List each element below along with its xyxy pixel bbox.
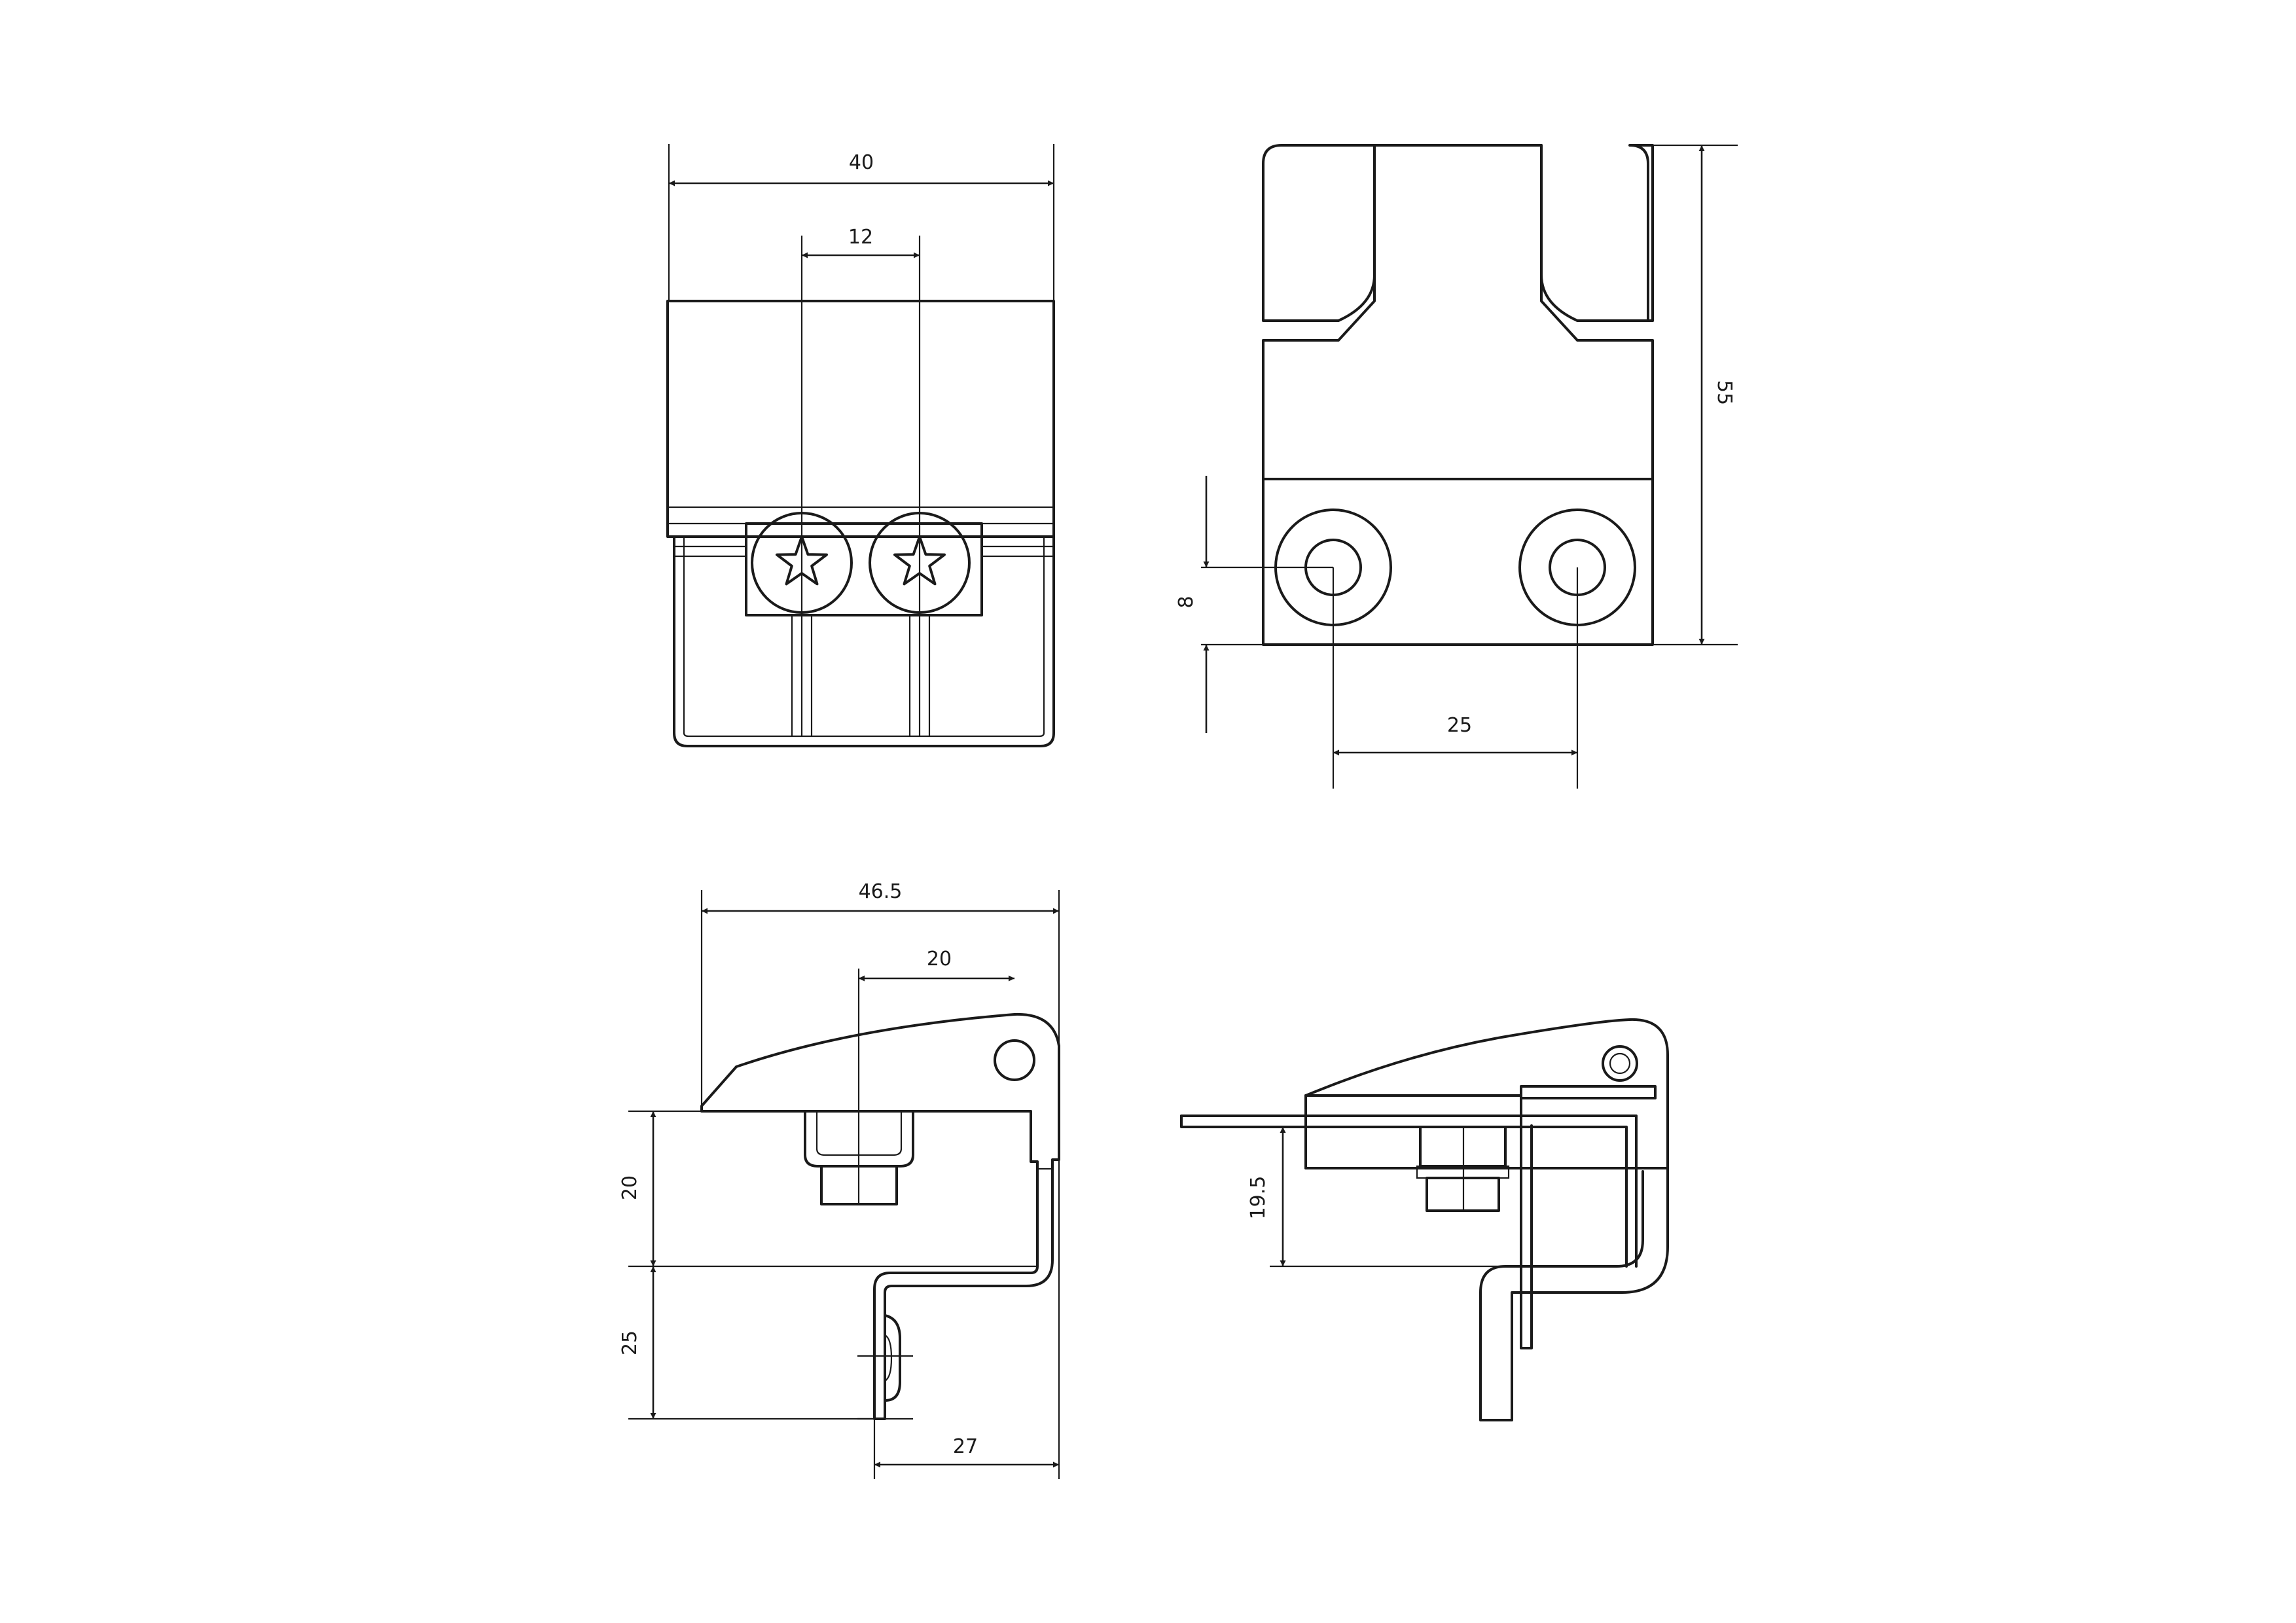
dimension-label: 20 bbox=[927, 948, 952, 971]
dimension-label: 27 bbox=[953, 1435, 978, 1458]
top-view: 55 8 25 bbox=[1175, 144, 1738, 789]
side-view: 46.5 20 20 25 27 bbox=[619, 880, 1060, 1479]
installed-view: 19.5 bbox=[1180, 1018, 1669, 1421]
pivot-pin bbox=[994, 1039, 1035, 1081]
dimension-label: 12 bbox=[848, 226, 873, 249]
dimension-label: 25 bbox=[619, 1330, 641, 1355]
pivot-pin bbox=[1602, 1045, 1638, 1082]
front-view: 40 12 bbox=[666, 144, 1055, 747]
dimension-label: 46.5 bbox=[859, 880, 903, 903]
dimension-label: 25 bbox=[1447, 714, 1472, 737]
dimension-label: 8 bbox=[1175, 596, 1198, 608]
dimension-label: 19.5 bbox=[1247, 1176, 1270, 1220]
dimension-label: 40 bbox=[849, 151, 874, 174]
screw-block bbox=[745, 522, 983, 616]
dimension-label: 55 bbox=[1713, 380, 1736, 405]
dimension-label: 20 bbox=[619, 1175, 641, 1200]
